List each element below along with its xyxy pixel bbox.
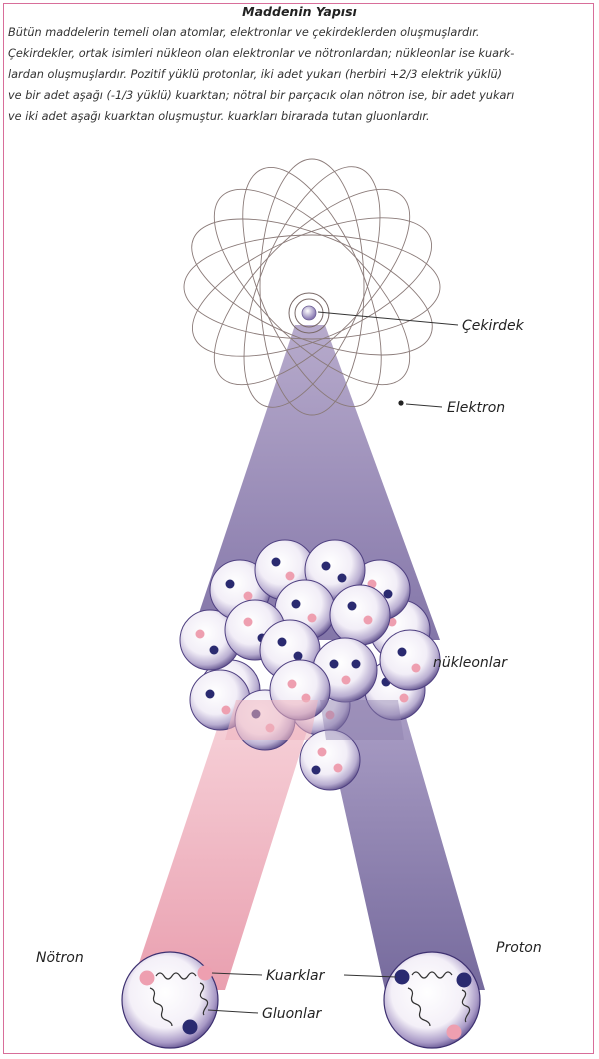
up-quark xyxy=(140,971,155,986)
label-gluons: Gluonlar xyxy=(262,1006,323,1022)
atom-nucleus xyxy=(289,293,329,333)
leader-electron xyxy=(406,404,442,407)
leader-nucleus xyxy=(318,312,458,325)
label-nucleus: Çekirdek xyxy=(462,318,525,334)
label-proton: Proton xyxy=(496,940,542,956)
up-quark xyxy=(198,966,213,981)
up-quark xyxy=(447,1025,462,1040)
down-quark xyxy=(395,970,410,985)
beam-to-neutron-overlay xyxy=(225,700,318,740)
label-quarks: Kuarklar xyxy=(266,968,326,984)
label-neutron: Nötron xyxy=(36,950,84,966)
neutron-particle xyxy=(122,952,218,1048)
proton-particle xyxy=(384,952,480,1048)
electron-dot xyxy=(398,400,403,405)
down-quark xyxy=(183,1020,198,1035)
down-quark xyxy=(457,973,472,988)
electron-orbits xyxy=(174,149,450,425)
nucleon xyxy=(330,585,390,645)
beam-to-proton-overlay xyxy=(320,700,404,740)
label-electron: Elektron xyxy=(447,400,505,416)
label-nucleons: nükleonlar xyxy=(433,655,508,671)
nucleon xyxy=(380,630,440,690)
